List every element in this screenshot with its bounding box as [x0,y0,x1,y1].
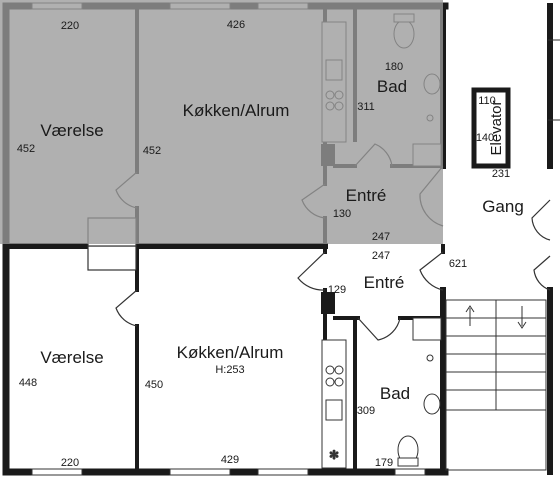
lower-dim-bad-depth: 309 [357,405,375,417]
upper-dim-kokken-width: 426 [227,19,245,31]
lower-room-kokken-height: H:253 [215,364,244,376]
upper-room-bad: Bad [377,77,407,96]
lower-dim-vaerelse-width: 220 [61,457,79,469]
core-dim-elevator-bottom: 231 [492,168,510,180]
core-room-gang: Gang [482,197,524,216]
core-dim-gang-depth: 621 [449,258,467,270]
svg-text:✻: ✻ [329,448,339,462]
lower-room-kokken: Køkken/Alrum [177,343,284,362]
upper-dim-vaerelse-depth: 452 [17,143,35,155]
core-dim-elevator-top: 110 [478,95,496,107]
core-room-elevator: Elevator [488,100,505,155]
lower-dim-entre-width: 247 [372,250,390,262]
lower-dim-entre-depth: 129 [328,284,346,296]
lower-dim-kokken-width: 429 [221,454,239,466]
lower-room-bad: Bad [380,384,410,403]
core-dim-elevator-side: 140 [476,132,494,144]
upper-dim-vaerelse-width: 220 [61,20,79,32]
lower-room-vaerelse: Værelse [40,348,103,367]
upper-dim-bad-width: 180 [385,61,403,73]
upper-dim-entre-depth: 130 [333,208,351,220]
lower-dim-kokken-depth: 450 [145,379,163,391]
upper-room-vaerelse: Værelse [40,121,103,140]
upper-dim-entre-width: 247 [372,231,390,243]
upper-dim-kokken-depth: 452 [143,145,161,157]
lower-dim-vaerelse-depth: 448 [19,377,37,389]
upper-room-entre: Entré [346,186,387,205]
lower-dim-bad-width: 179 [375,457,393,469]
upper-dim-bad-depth: 311 [357,101,375,113]
upper-apartment-shade [0,0,443,244]
upper-room-kokken: Køkken/Alrum [183,101,290,120]
stairs [445,39,560,471]
lower-room-entre: Entré [364,273,405,292]
